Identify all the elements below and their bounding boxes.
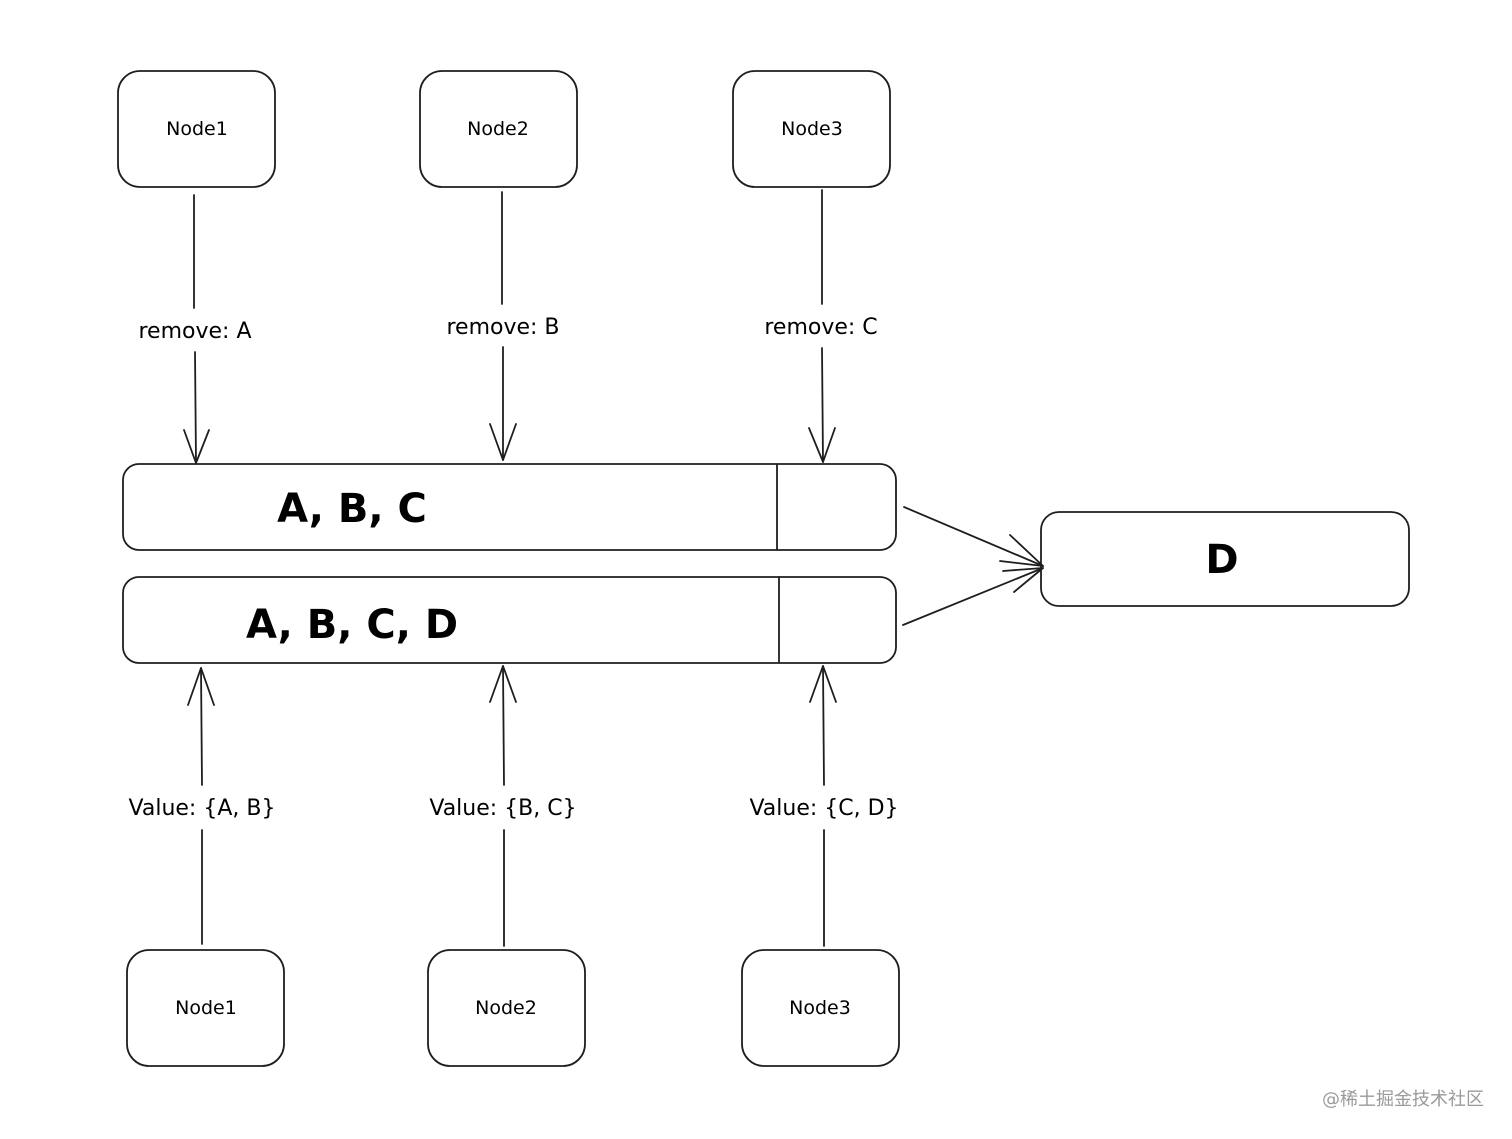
target-box: D [1040,511,1410,607]
arrow-queue-top-to-target [903,506,1044,567]
target-box-text: D [1205,537,1238,583]
watermark: @稀土掘金技术社区 [1322,1089,1484,1110]
bottom-node-2: Node2 [427,949,586,1067]
value-arrow-2 [489,665,517,947]
queue-top-text: A, B, C [277,486,427,532]
remove-arrow-3 [808,189,836,463]
value-label-2: Value: {B, C} [429,796,576,821]
value-arrow-1 [187,667,215,945]
top-node-3: Node3 [732,70,891,188]
value-arrow-3 [809,665,837,947]
top-node-1-label: Node1 [166,118,228,140]
bottom-node-3: Node3 [741,949,900,1067]
remove-label-1: remove: A [139,319,252,344]
value-label-1: Value: {A, B} [129,796,276,821]
remove-arrow-1 [183,194,210,464]
remove-label-2: remove: B [446,315,559,340]
queue-bottom: A, B, C, D [122,576,897,664]
queue-bottom-text: A, B, C, D [246,602,458,648]
top-node-3-label: Node3 [781,118,843,140]
top-node-2: Node2 [419,70,578,188]
value-label-3: Value: {C, D} [749,796,898,821]
bottom-node-1-label: Node1 [175,997,237,1019]
remove-label-3: remove: C [764,315,877,340]
remove-arrow-2 [489,191,517,461]
queue-top: A, B, C [122,463,897,551]
bottom-node-3-label: Node3 [789,997,851,1019]
top-node-1: Node1 [117,70,276,188]
bottom-node-1: Node1 [126,949,285,1067]
arrow-queue-bottom-to-target [902,567,1044,626]
top-node-2-label: Node2 [467,118,529,140]
bottom-node-2-label: Node2 [475,997,537,1019]
